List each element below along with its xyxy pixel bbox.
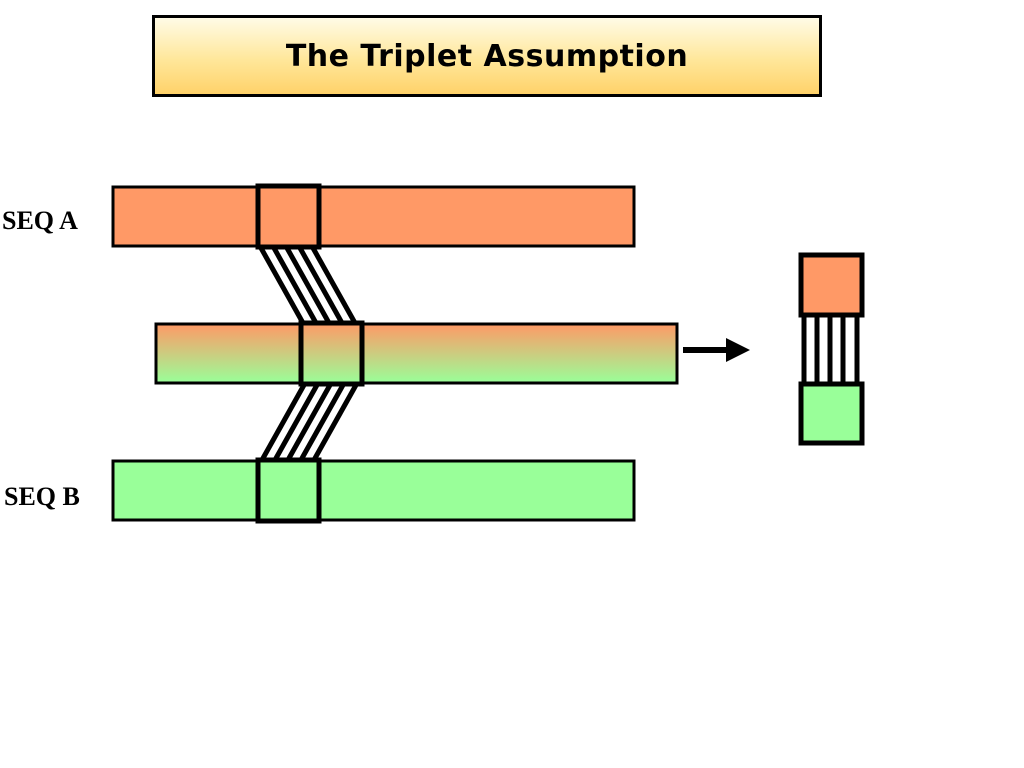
seq-b-bar <box>111 459 636 522</box>
slide-title: The Triplet Assumption <box>285 38 689 74</box>
title-box: The Triplet Assumption <box>152 15 822 97</box>
combined-window <box>298 320 365 387</box>
triplet-bottom-block <box>798 381 865 446</box>
seq-a-bar <box>111 185 636 248</box>
triplet-top-block <box>798 252 865 318</box>
right-arrow-icon <box>683 338 750 362</box>
seq-a-label: SEQ A <box>2 206 78 235</box>
seq-a-window <box>255 183 322 250</box>
seq-b-label: SEQ B <box>4 482 80 511</box>
triplet-result <box>798 252 865 446</box>
triplet-connector-lines <box>801 317 860 384</box>
upper-connector-lines <box>258 246 358 325</box>
lower-connector-lines <box>259 383 359 462</box>
combined-bar <box>154 322 679 385</box>
seq-b-window <box>255 457 322 524</box>
